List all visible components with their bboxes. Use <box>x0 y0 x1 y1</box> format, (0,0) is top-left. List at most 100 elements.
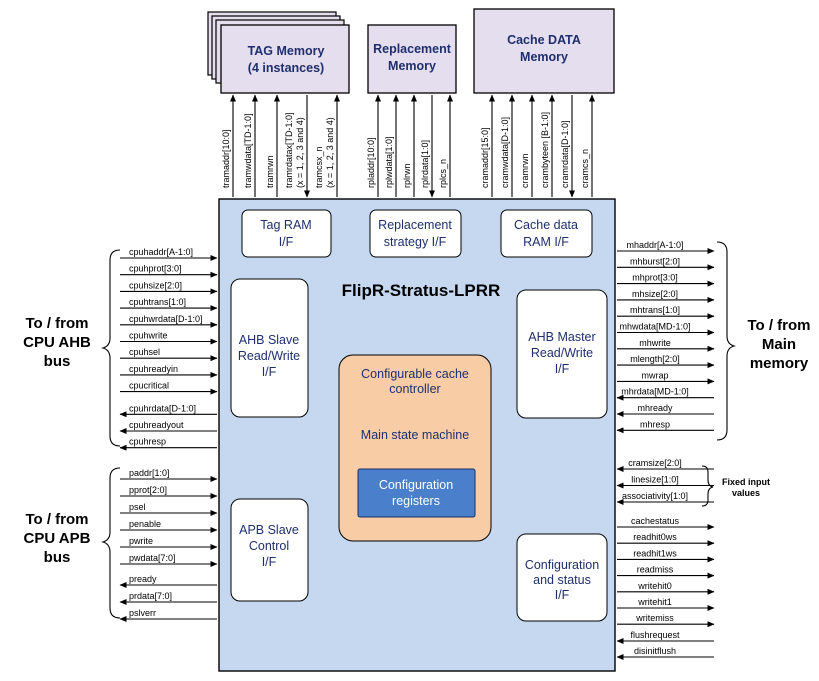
fixed-signal-group: cramsize[2:0]linesize[1:0]associativity[… <box>616 458 714 505</box>
apb-slave-block: APB Slave Control I/F <box>230 498 309 602</box>
ahb-slave-label-2: Read/Write <box>238 349 300 363</box>
mhaddr-a-1-0-label: mhaddr[A-1:0] <box>626 240 683 250</box>
associativity-1-0-label: associativity[1:0] <box>622 491 688 501</box>
config-registers-label-1: Configuration <box>379 478 453 492</box>
pwdata-7-0-label: pwdata[7:0] <box>129 553 176 563</box>
status-signal-group: cachestatusreadhit0wsreadhit1wsreadmissw… <box>617 516 715 628</box>
cpuhsel-label: cpuhsel <box>129 347 160 357</box>
mlength-2-0-label: mlength[2:0] <box>630 354 680 364</box>
config-registers-label-2: registers <box>392 494 440 508</box>
ahb-label-3: bus <box>44 353 71 370</box>
apb-slave-label-1: APB Slave <box>239 523 299 537</box>
pwrite-label: pwrite <box>129 536 153 546</box>
cpuhreadyout-label: cpuhreadyout <box>129 420 184 430</box>
tramcsx-label: tramcsx_n <box>314 146 324 188</box>
apb-label-2: CPU APB <box>24 530 91 547</box>
cache-data-memory <box>473 8 615 94</box>
main-memory-label-1: To / from <box>747 317 810 334</box>
ahb-master-label-3: I/F <box>555 362 570 376</box>
ahb-slave-label-3: I/F <box>262 365 277 379</box>
tramrdatax-note: (x = 1, 2, 3 and 4) <box>295 117 305 188</box>
tag-ram-if-label-2: I/F <box>279 235 294 249</box>
apb-slave-label-2: Control <box>249 539 289 553</box>
fixed-brace <box>701 465 714 507</box>
cachestatus-label: cachestatus <box>631 516 680 526</box>
tag-memory-stack: TAG Memory (4 instances) <box>207 11 350 94</box>
rpladdr-label: rpladdr[10:0] <box>366 137 376 188</box>
config-status-label-3: I/F <box>555 588 570 602</box>
cramcs-label: cramcs_n <box>580 149 590 188</box>
replacement-memory-signals: rpladdr[10:0] rplwdata[1:0] rplrwn rplrd… <box>366 94 453 198</box>
pprot-2-0-label: pprot[2:0] <box>129 485 167 495</box>
ahb-master-label-1: AHB Master <box>528 330 595 344</box>
cpuhreadyin-label: cpuhreadyin <box>129 364 178 374</box>
controller-label-2: controller <box>389 382 440 396</box>
apb-label-1: To / from <box>25 511 88 528</box>
tag-memory-label-2: (4 instances) <box>248 61 324 75</box>
fixed-values-label-1: Fixed input <box>722 477 770 487</box>
cache-ram-if-block: Cache data RAM I/F <box>500 209 593 258</box>
cpuhwrite-label: cpuhwrite <box>129 331 168 341</box>
ahb-master-label-2: Read/Write <box>531 346 593 360</box>
mhready-label: mhready <box>637 403 673 413</box>
cramwdata-label: cramwdata[D-1:0] <box>500 117 510 188</box>
cpuhprot-3-0-label: cpuhprot[3:0] <box>129 264 182 274</box>
mhsize-2-0-label: mhsize[2:0] <box>632 289 678 299</box>
cpuhrdata-d-1-0-label: cpuhrdata[D-1:0] <box>129 403 196 413</box>
config-status-label-2: and status <box>533 573 591 587</box>
penable-label: penable <box>129 519 161 529</box>
tramaddr-label: tramaddr[10:0] <box>221 129 231 188</box>
config-registers-block: Configuration registers <box>357 468 476 518</box>
tramrwn-label: tramrwn <box>265 155 275 188</box>
rplcs-label: rplcs_n <box>438 159 448 188</box>
replacement-if-label-2: strategy I/F <box>384 235 447 249</box>
pready-label: pready <box>129 574 157 584</box>
paddr-1-0-label: paddr[1:0] <box>129 468 170 478</box>
prdata-7-0-label: prdata[7:0] <box>129 591 172 601</box>
ahb-signal-group: cpuhaddr[A-1:0]cpuhprot[3:0]cpuhsize[2:0… <box>119 247 218 451</box>
main-memory-label-2: Main <box>762 336 796 353</box>
cpuhresp-label: cpuhresp <box>129 437 166 447</box>
config-status-block: Configuration and status I/F <box>516 533 608 622</box>
cache-data-memory-label-2: Memory <box>520 50 568 64</box>
main-memory-label-3: memory <box>750 355 809 372</box>
fixed-values-label-2: values <box>732 488 760 498</box>
writemiss-label: writemiss <box>635 613 674 623</box>
mhprot-3-0-label: mhprot[3:0] <box>632 273 678 283</box>
cache-data-memory-block: Cache DATA Memory <box>473 8 615 94</box>
apb-signal-group: paddr[1:0]pprot[2:0]pselpenablepwritepwd… <box>119 468 218 622</box>
apb-label-3: bus <box>44 549 71 566</box>
tag-ram-if-label-1: Tag RAM <box>260 218 311 232</box>
readmiss-label: readmiss <box>637 565 674 575</box>
replacement-memory-label-2: Memory <box>388 59 436 73</box>
cache-ram-if-label-2: RAM I/F <box>523 235 569 249</box>
ahb-label-1: To / from <box>25 315 88 332</box>
main-state-machine-label: Main state machine <box>361 428 469 442</box>
replacement-if-label-1: Replacement <box>378 218 452 232</box>
mwrap-label: mwrap <box>641 370 668 380</box>
ahb-master-block: AHB Master Read/Write I/F <box>516 289 608 419</box>
mhtrans-1-0-label: mhtrans[1:0] <box>630 305 680 315</box>
config-status-label-1: Configuration <box>525 558 599 572</box>
crambyteen-label: crambyteen [B-1:0] <box>540 112 550 188</box>
cramsize-2-0-label: cramsize[2:0] <box>628 458 682 468</box>
rplrwn-label: rplrwn <box>402 163 412 188</box>
replacement-memory <box>367 24 457 94</box>
cramrwn-label: cramrwn <box>520 153 530 188</box>
cache-memory-signals: cramaddr[15:0] cramwdata[D-1:0] cramrwn … <box>480 94 595 198</box>
replacement-if-block: Replacement strategy I/F <box>369 209 462 258</box>
tag-ram-if-block: Tag RAM I/F <box>241 209 332 258</box>
cpuhaddr-a-1-0-label: cpuhaddr[A-1:0] <box>129 247 193 257</box>
disinitflush-label: disinitflush <box>634 646 676 656</box>
apb-slave-label-3: I/F <box>262 555 277 569</box>
rplwdata-label: rplwdata[1:0] <box>384 136 394 188</box>
writehit0-label: writehit0 <box>637 581 672 591</box>
readhit0ws-label: readhit0ws <box>633 532 677 542</box>
cramrdata-label: cramrdata[D-1:0] <box>560 120 570 188</box>
cpuhtrans-1-0-label: cpuhtrans[1:0] <box>129 297 186 307</box>
tramrdatax-label: tramrdatax[TD-1:0] <box>284 112 294 188</box>
cache-data-memory-label-1: Cache DATA <box>507 33 581 47</box>
cramaddr-label: cramaddr[15:0] <box>480 127 490 188</box>
replacement-memory-label-1: Replacement <box>373 42 452 56</box>
